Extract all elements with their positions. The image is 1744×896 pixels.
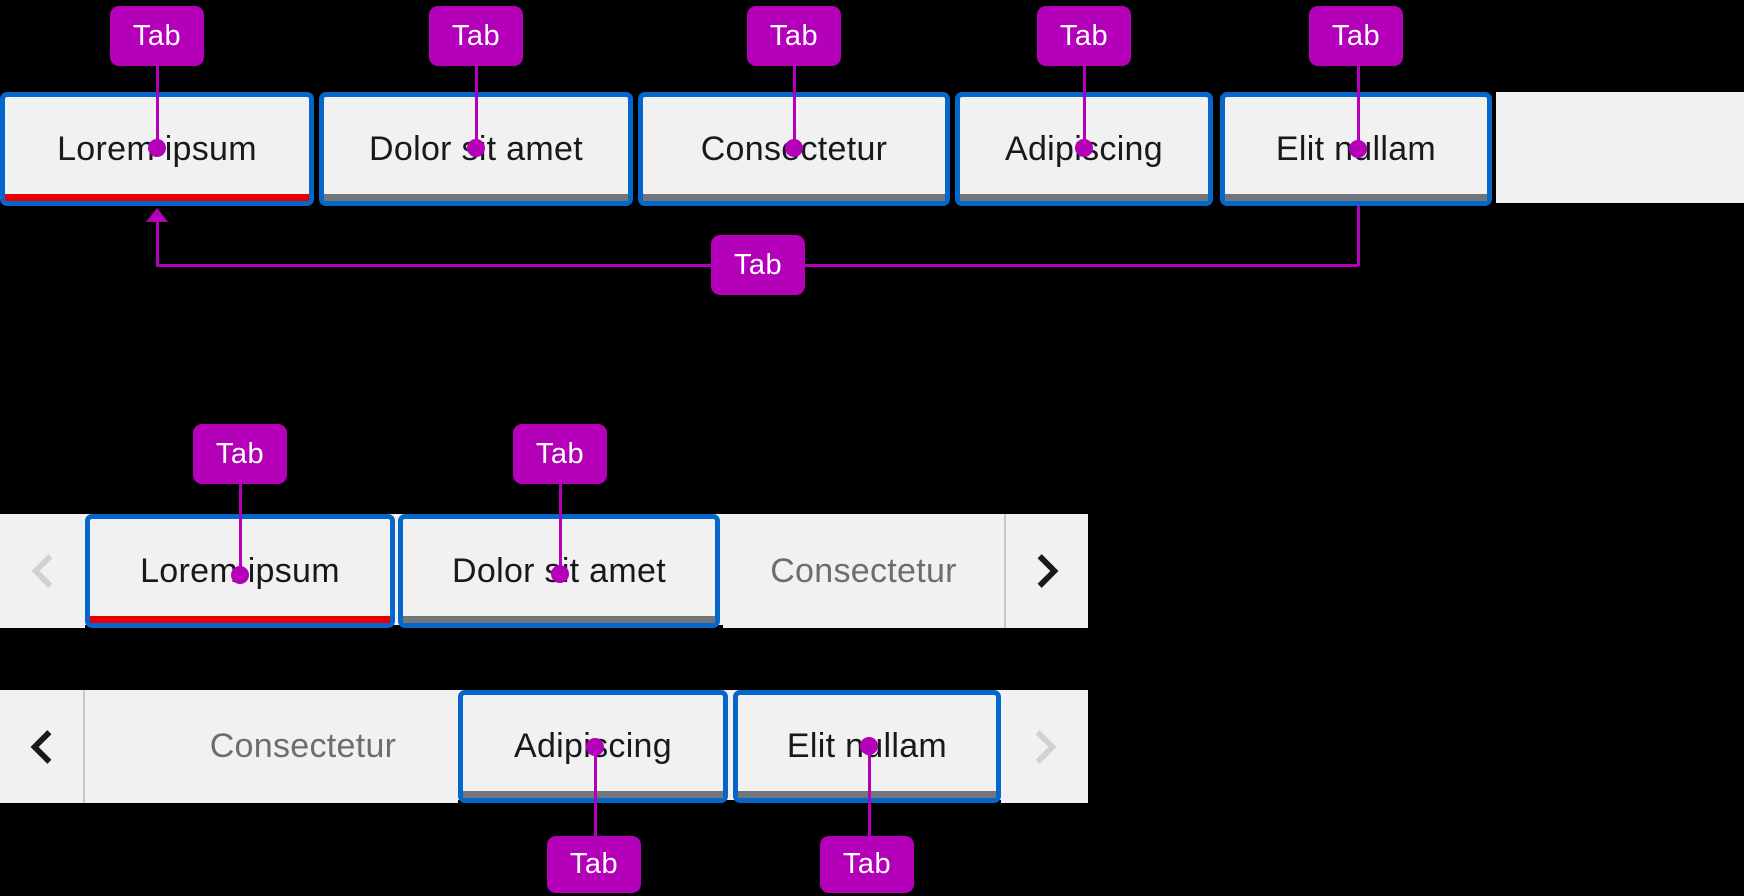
tab-consectetur-overflow[interactable]: Consectetur (85, 690, 458, 803)
tab-underline (738, 791, 996, 798)
scroll-right-button[interactable] (1006, 514, 1088, 628)
annotation-line (1356, 206, 1360, 266)
scroll-right-button (1001, 690, 1088, 803)
tab-underline (643, 194, 945, 201)
annotation-badge: Tab (1037, 6, 1131, 66)
annotation-badge: Tab (193, 424, 287, 484)
annotation-dot (551, 565, 569, 583)
scroll-divider (1004, 514, 1006, 628)
tab-underline (463, 791, 723, 798)
annotation-dot (586, 738, 604, 756)
annotation-line (792, 66, 796, 148)
angle-left-icon (0, 690, 83, 803)
annotation-dot (860, 737, 878, 755)
annotation-badge: Tab (513, 424, 607, 484)
annotation-badge: Tab (820, 836, 914, 893)
annotation-label: Tab (842, 848, 892, 880)
annotation-badge: Tab (1309, 6, 1403, 66)
scroll-divider (83, 690, 85, 803)
annotation-dot (785, 139, 803, 157)
annotation-badge: Tab (110, 6, 204, 66)
annotation-badge: Tab (747, 6, 841, 66)
annotation-dot (1075, 139, 1093, 157)
annotation-dot (1349, 140, 1367, 158)
active-tab-indicator (90, 616, 390, 623)
annotation-label: Tab (1059, 19, 1109, 52)
annotation-label: Tab (132, 19, 182, 52)
angle-left-icon (0, 514, 85, 628)
annotation-arrow (146, 208, 168, 222)
tab-underline (403, 616, 715, 623)
annotation-label: Tab (769, 19, 819, 52)
angle-right-icon (1006, 514, 1088, 628)
angle-right-icon (1001, 690, 1088, 803)
annotation-line (155, 66, 159, 148)
annotation-label: Tab (1331, 19, 1381, 52)
annotation-line (1082, 66, 1086, 148)
annotation-badge: Tab (711, 235, 805, 295)
annotation-line (238, 484, 242, 575)
tab-label: Consectetur (770, 551, 957, 590)
annotation-label: Tab (215, 437, 265, 470)
annotation-line (558, 484, 562, 574)
annotation-label: Tab (535, 437, 585, 470)
tab-label: Consectetur (209, 727, 397, 765)
annotation-line (593, 747, 597, 836)
annotation-line (867, 746, 871, 836)
tabbar-full: Lorem ipsum Dolor sit amet Consectetur A… (0, 92, 1744, 206)
tabbar-filler (1496, 92, 1744, 203)
scroll-left-button[interactable] (0, 690, 83, 803)
annotation-label: Tab (451, 19, 501, 52)
annotation-dot (231, 566, 249, 584)
scroll-left-button (0, 514, 85, 628)
annotation-label: Tab (569, 848, 619, 880)
annotation-line (1356, 66, 1360, 149)
annotation-badge: Tab (547, 836, 641, 893)
annotation-badge: Tab (429, 6, 523, 66)
annotation-dot (148, 139, 166, 157)
annotation-label: Tab (733, 248, 783, 281)
active-tab-indicator (5, 194, 309, 201)
tabbar-scrolled-end: Consectetur Adipiscing Elit nullam (0, 690, 1088, 803)
tab-underline (324, 194, 628, 201)
annotation-line (155, 220, 159, 267)
tab-underline (1225, 194, 1487, 201)
tabbar-scrolled-start: Lorem ipsum Dolor sit amet Consectetur (0, 514, 1088, 628)
tab-underline (960, 194, 1208, 201)
annotation-dot (467, 139, 485, 157)
annotation-line (474, 66, 478, 148)
tab-consectetur-overflow[interactable]: Consectetur (723, 514, 1004, 628)
